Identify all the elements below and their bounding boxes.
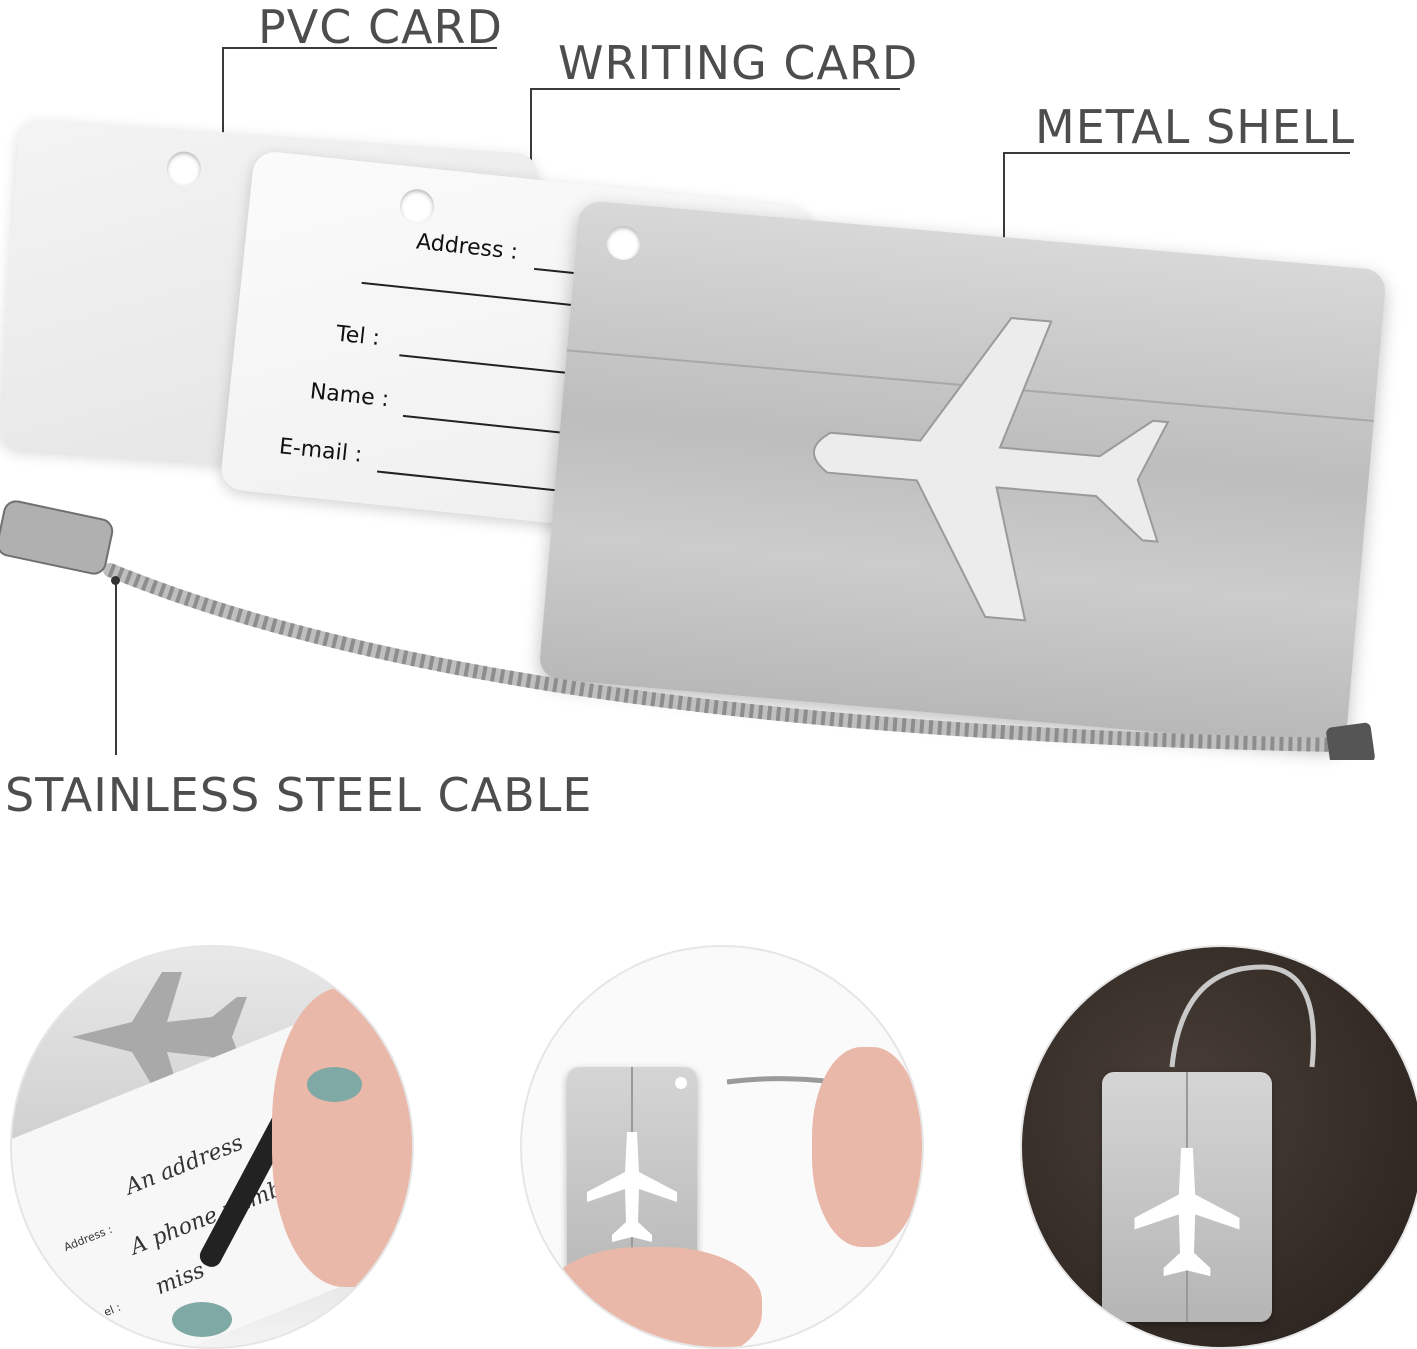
- airplane-cutout-icon: [587, 1132, 677, 1242]
- cable-leader-dot: [111, 576, 120, 585]
- pvc-card-label: PVC CARD: [258, 0, 503, 54]
- pvc-card-leader-h: [222, 47, 497, 49]
- email-field-label: E-mail :: [277, 434, 364, 468]
- cable-leader-v: [115, 580, 117, 755]
- stainless-steel-cable: [0, 500, 1375, 760]
- metal-shell-leader-h: [1003, 152, 1350, 154]
- pvc-card-leader-v: [222, 47, 224, 155]
- writing-card-leader-h: [530, 88, 900, 90]
- cable-screw-lock: [0, 500, 114, 575]
- circle-writing-on-card: An address A phone number miss Address :…: [10, 945, 414, 1349]
- fingernail: [172, 1302, 232, 1337]
- airplane-cutout-icon: [812, 316, 1170, 622]
- airplane-cutout-icon: [72, 972, 247, 1102]
- metal-shell-label: METAL SHELL: [1035, 100, 1356, 154]
- pvc-card-hole: [165, 150, 203, 187]
- circle-on-luggage: [1020, 945, 1417, 1349]
- metal-shell-leader-v: [1003, 152, 1005, 260]
- hand-holding-tag: [542, 1247, 762, 1347]
- address-field-label: Address :: [414, 229, 520, 265]
- writing-hand: [272, 987, 412, 1287]
- writing-card-leader-v: [530, 88, 532, 194]
- metal-shell: [538, 200, 1387, 749]
- name-field-label: Name :: [308, 379, 391, 413]
- fingernail: [307, 1067, 362, 1102]
- cable-loop: [1169, 964, 1316, 1068]
- stainless-steel-cable-label: STAINLESS STEEL CABLE: [5, 768, 593, 822]
- metal-tag-on-luggage: [1102, 1072, 1272, 1322]
- writing-card-label: WRITING CARD: [558, 36, 919, 90]
- metal-shell-hole: [605, 224, 642, 262]
- writing-card-hole: [398, 187, 436, 225]
- tel-field-label: Tel :: [334, 321, 382, 352]
- cable-end-cap: [1326, 722, 1375, 760]
- circle-assembly: [520, 945, 924, 1349]
- hand-holding-cable: [812, 1047, 922, 1247]
- tag-hole: [675, 1077, 687, 1089]
- airplane-cutout-icon: [1134, 1147, 1240, 1277]
